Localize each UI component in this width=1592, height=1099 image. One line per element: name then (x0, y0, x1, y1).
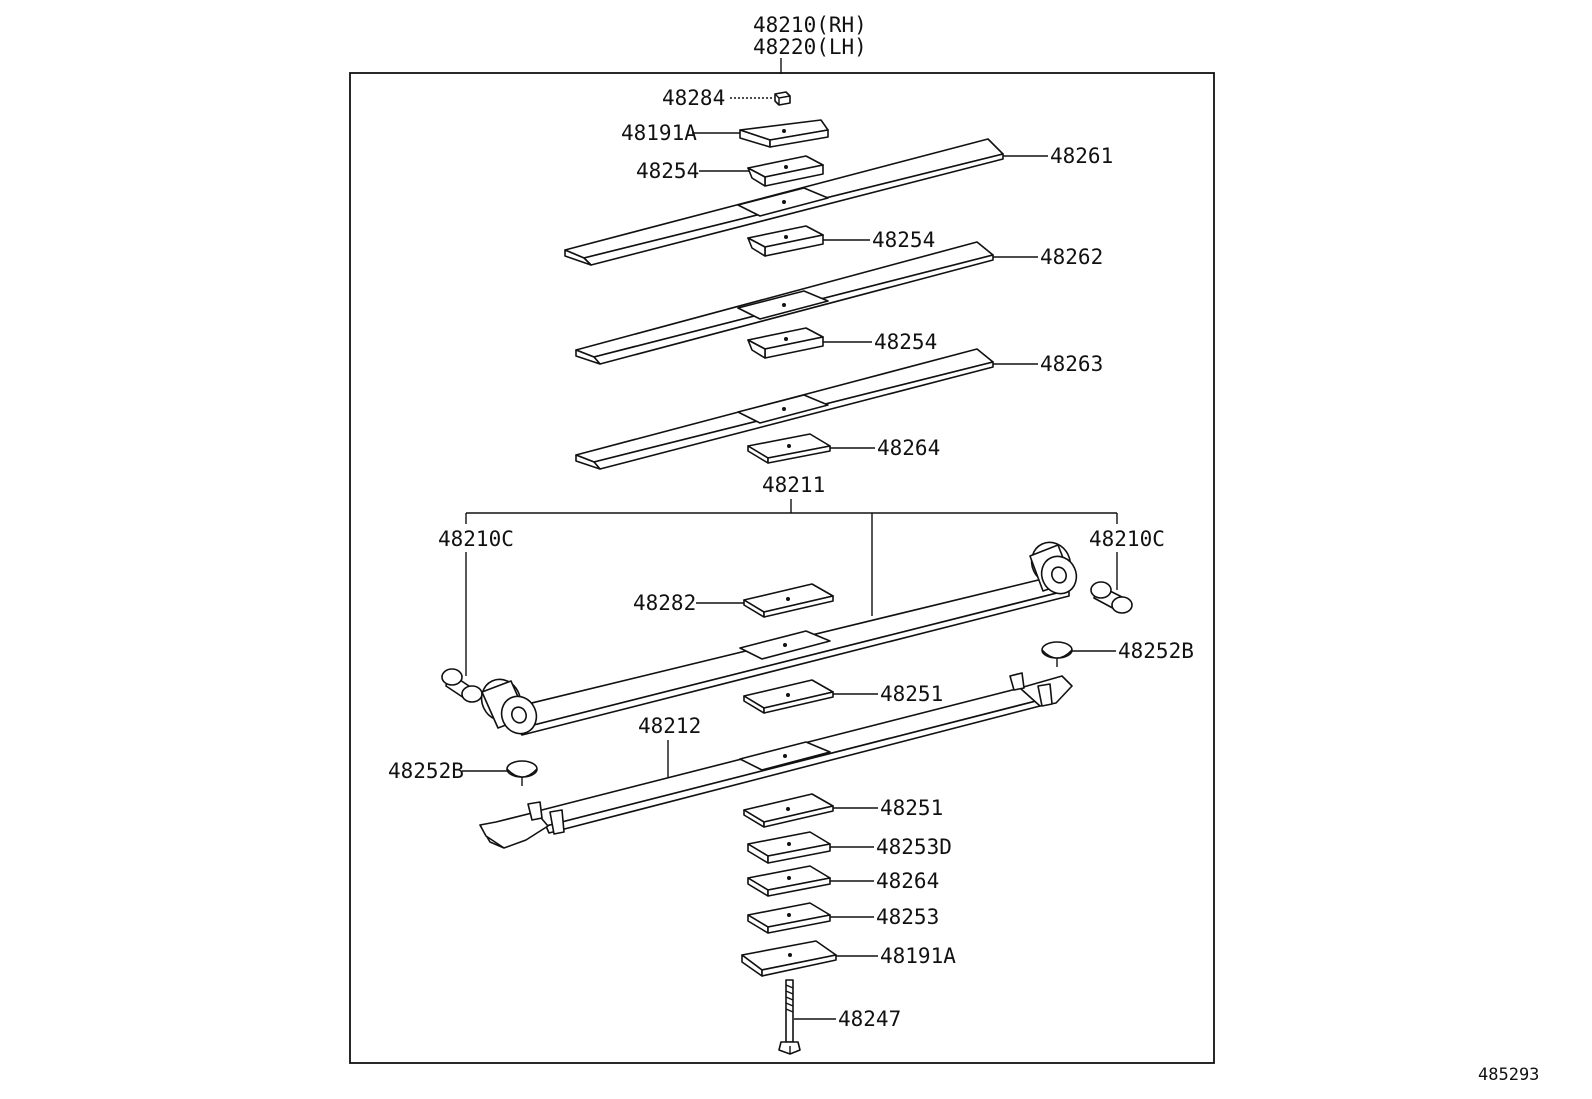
nut-48284 (774, 91, 791, 106)
label-spring-set: 48211 (762, 473, 825, 497)
label-spacer-4: 48253 (876, 905, 939, 929)
leaf-4-48212 (479, 672, 1073, 849)
label-liner-6: 48251 (880, 796, 943, 820)
label-liner-2: 48254 (872, 228, 935, 252)
label-leaf-2: 48262 (1040, 245, 1103, 269)
label-spacer-3: 48264 (876, 869, 939, 893)
label-liner-5: 48251 (880, 682, 943, 706)
leaf-1-48261 (564, 138, 1004, 266)
figure-number: 485293 (1478, 1065, 1539, 1085)
label-spacer-2: 48253D (876, 835, 952, 859)
spacer-1-48264 (747, 433, 831, 464)
assembly-frame (349, 72, 1215, 1064)
pad-bottom-48191a (741, 940, 837, 977)
spacer-4-48253 (747, 902, 831, 934)
assembly-number-rh: 48210(RH) (753, 13, 867, 37)
bushing-left-48210c (441, 668, 483, 703)
leaf-3-48263 (575, 348, 994, 470)
bumper-left-48252b (506, 760, 538, 786)
liner-5-48251 (743, 679, 834, 714)
label-leaf-4: 48212 (638, 714, 701, 738)
assembly-number-lh: 48220(LH) (753, 35, 867, 59)
label-pad-bottom: 48191A (880, 944, 956, 968)
liner-6-48251 (743, 793, 834, 828)
liner-2-48254 (747, 225, 824, 257)
liner-3-48254 (747, 327, 824, 359)
label-leaf-1: 48261 (1050, 144, 1113, 168)
leaf-2-48262 (575, 241, 994, 365)
label-spacer-1: 48264 (877, 436, 940, 460)
bushing-right-48210c (1090, 581, 1133, 614)
label-liner-3: 48254 (874, 330, 937, 354)
label-bumper-left: 48252B (388, 759, 464, 783)
spacer-3-48264 (747, 865, 831, 897)
liner-4-48282 (743, 583, 834, 618)
spring-set-bracket (465, 499, 1118, 616)
label-center-bolt: 48247 (838, 1007, 901, 1031)
label-liner-1: 48254 (636, 159, 699, 183)
label-bushing-right: 48210C (1089, 527, 1165, 551)
label-pad-top: 48191A (621, 121, 697, 145)
label-bumper-right: 48252B (1118, 639, 1194, 663)
label-nut: 48284 (662, 86, 725, 110)
main-leaf-eyes (480, 541, 1078, 736)
center-bolt-48247 (778, 979, 801, 1055)
label-bushing-left: 48210C (438, 527, 514, 551)
pad-top-48191a (739, 119, 829, 148)
label-liner-4: 48282 (633, 591, 696, 615)
liner-1-48254 (747, 155, 824, 187)
spacer-2-48253d (747, 831, 831, 864)
bumper-right-48252b (1041, 641, 1073, 667)
label-leaf-3: 48263 (1040, 352, 1103, 376)
